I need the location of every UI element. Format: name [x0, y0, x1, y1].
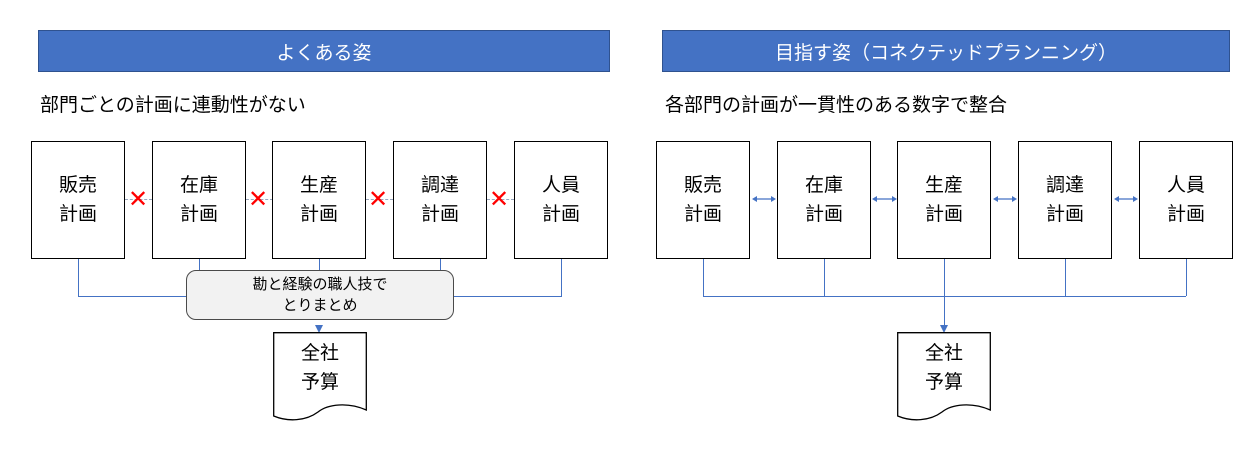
box-label-line2: 計画	[58, 203, 97, 225]
left-budget-label: 全社 予算	[273, 339, 367, 397]
right-drop-line-2	[824, 259, 825, 296]
left-drop-line-1	[78, 259, 79, 296]
right-drop-line-1	[703, 259, 704, 296]
budget-label-line2: 予算	[924, 371, 963, 393]
box-label-line2: 計画	[1045, 203, 1084, 225]
right-drop-line-4	[1065, 259, 1066, 296]
budget-label-line1: 全社	[300, 342, 339, 364]
disconnect-x-icon: ✕	[488, 185, 510, 213]
bidirectional-arrow-icon	[1114, 196, 1138, 202]
right-box-sales-plan: 販売 計画	[656, 141, 750, 259]
craft-text-line1: 勘と経験の職人技で	[252, 275, 388, 293]
left-box-staffing-plan: 人員 計画	[514, 141, 608, 259]
disconnect-x-icon: ✕	[247, 185, 269, 213]
bidirectional-arrow-icon	[752, 196, 776, 202]
left-budget-document-shape	[273, 332, 367, 421]
craft-text-line2: とりまとめ	[282, 296, 358, 314]
box-label-line1: 人員	[1166, 174, 1205, 196]
box-label-line1: 調達	[420, 174, 459, 196]
box-label-line2: 計画	[804, 203, 843, 225]
left-box-production-plan: 生産 計画	[272, 141, 366, 259]
right-drop-line-3	[944, 259, 945, 331]
box-label-line2: 計画	[541, 203, 580, 225]
left-link-3-4	[366, 199, 393, 200]
right-header-title: 目指す姿（コネクテッドプランニング）	[774, 41, 1117, 64]
box-label-line1: 調達	[1045, 174, 1084, 196]
box-label-line1: 在庫	[179, 174, 218, 196]
manual-consolidation-box: 勘と経験の職人技で とりまとめ	[186, 270, 454, 320]
right-box-staffing-plan: 人員 計画	[1139, 141, 1233, 259]
left-box-sales-plan: 販売 計画	[31, 141, 125, 259]
left-header-banner: よくある姿	[38, 30, 610, 72]
left-box-procurement-plan: 調達 計画	[393, 141, 487, 259]
box-label-line2: 計画	[683, 203, 722, 225]
left-box-inventory-plan: 在庫 計画	[152, 141, 246, 259]
right-box-production-plan: 生産 計画	[897, 141, 991, 259]
box-label-line2: 計画	[420, 203, 459, 225]
disconnect-x-icon: ✕	[127, 185, 149, 213]
right-subtitle: 各部門の計画が一貫性のある数字で整合	[665, 94, 1008, 116]
left-link-4-5	[487, 199, 514, 200]
bidirectional-arrow-icon	[993, 196, 1017, 202]
disconnect-x-icon: ✕	[367, 185, 389, 213]
left-header-title: よくある姿	[276, 41, 372, 64]
box-label-line1: 在庫	[804, 174, 843, 196]
right-drop-line-5	[1186, 259, 1187, 296]
right-box-inventory-plan: 在庫 計画	[777, 141, 871, 259]
left-drop-line-5	[561, 259, 562, 296]
right-budget-document-shape	[897, 332, 991, 421]
box-label-line1: 生産	[299, 174, 338, 196]
box-label-line2: 計画	[179, 203, 218, 225]
box-label-line1: 販売	[683, 174, 722, 196]
right-box-procurement-plan: 調達 計画	[1018, 141, 1112, 259]
box-label-line2: 計画	[299, 203, 338, 225]
budget-label-line2: 予算	[300, 371, 339, 393]
right-header-banner: 目指す姿（コネクテッドプランニング）	[662, 30, 1230, 72]
right-budget-label: 全社 予算	[897, 339, 991, 397]
budget-label-line1: 全社	[924, 342, 963, 364]
box-label-line1: 人員	[541, 174, 580, 196]
left-link-1-2	[125, 199, 152, 200]
left-subtitle: 部門ごとの計画に連動性がない	[40, 94, 306, 116]
bidirectional-arrow-icon	[872, 196, 897, 202]
left-link-2-3	[246, 199, 273, 200]
box-label-line2: 計画	[1166, 203, 1205, 225]
box-label-line1: 販売	[58, 174, 97, 196]
box-label-line2: 計画	[924, 203, 963, 225]
box-label-line1: 生産	[924, 174, 963, 196]
